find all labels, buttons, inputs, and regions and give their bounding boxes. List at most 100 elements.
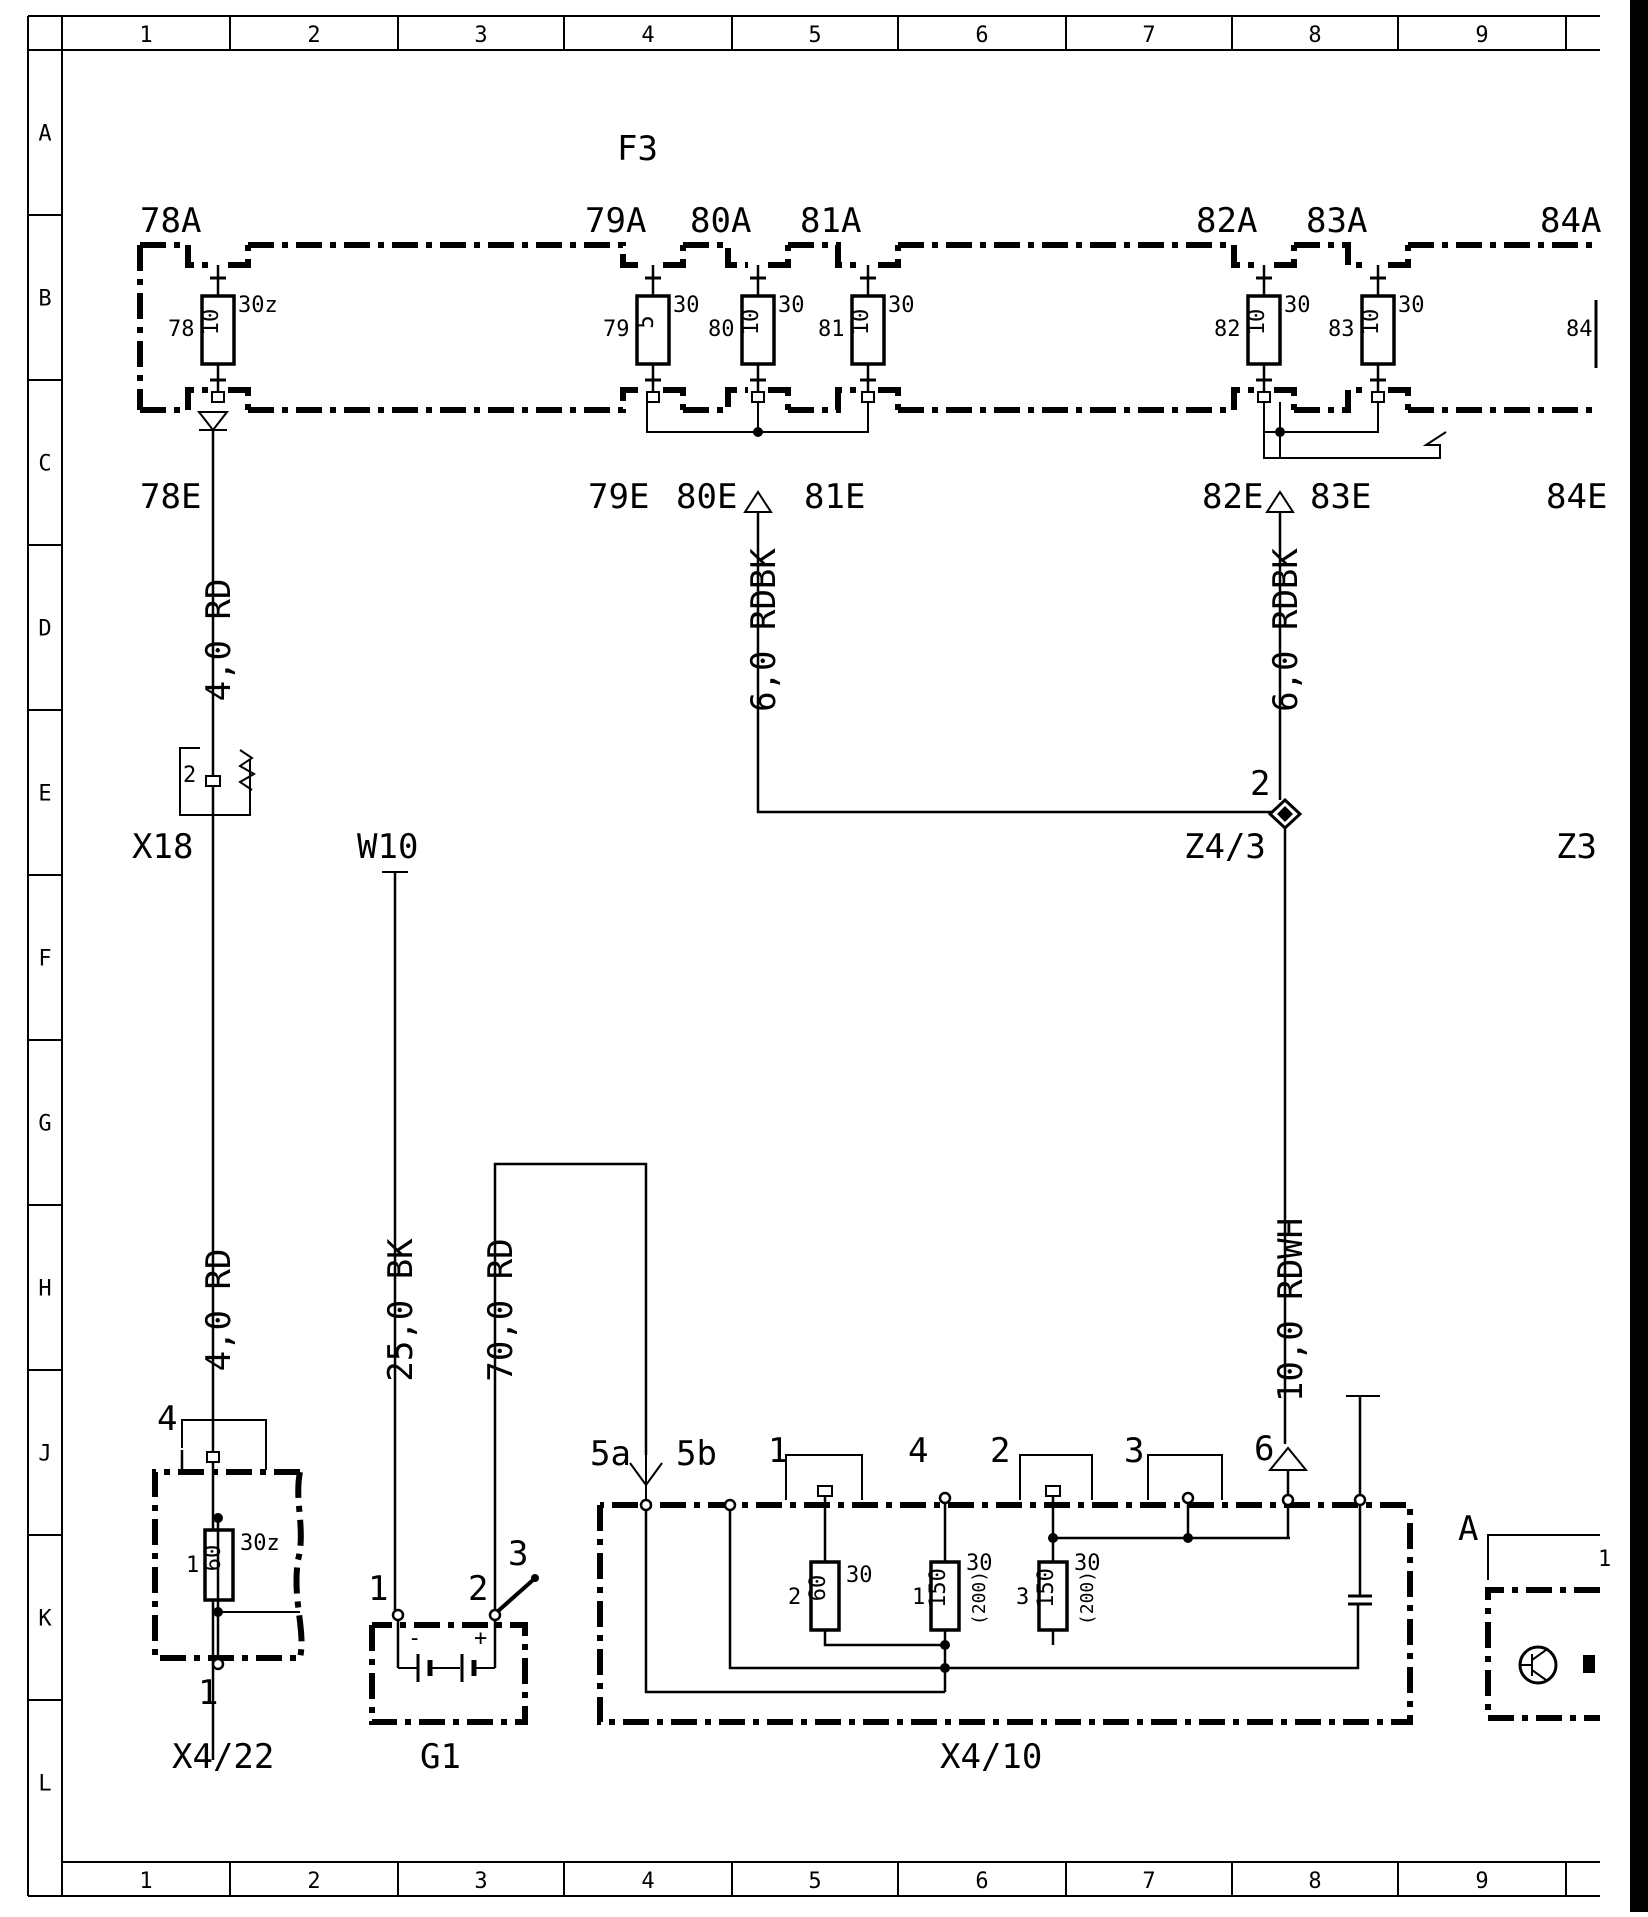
grid-row-label: K	[38, 1607, 52, 1632]
wire-80-label: 6,0 RDBK	[744, 548, 784, 712]
x4-22-fuse-num: 1	[186, 1553, 199, 1578]
fuse-body	[1360, 294, 1396, 366]
partial-module-label: A	[1458, 1509, 1478, 1549]
grid-col-label: 6	[975, 23, 988, 48]
fuse-number: 82	[1214, 317, 1241, 342]
fuse-body	[200, 294, 236, 366]
fuse-slot-label: 79A	[585, 201, 646, 241]
grid-row-label: L	[38, 1772, 51, 1797]
fuse-block-outline	[137, 242, 1600, 413]
grid-col-label: 8	[1308, 23, 1321, 48]
fuse-exit-label: 80E	[676, 477, 737, 517]
fuse-block-name: F3	[617, 129, 658, 169]
fuse-rating: 10	[1245, 309, 1270, 336]
grid-row-label: F	[38, 947, 51, 972]
fuse-terminal: 30	[888, 293, 915, 318]
fuse-exit-label: 78E	[140, 477, 201, 517]
x4-10-pin-5a: 5a	[590, 1434, 631, 1474]
wire-bk-label: 25,0 BK	[381, 1238, 421, 1382]
x4-10-fuse-2-rating: 150	[926, 1568, 951, 1608]
wire-82-label: 6,0 RDBK	[1266, 548, 1306, 712]
fuse-exit-label: 82E	[1202, 477, 1263, 517]
grid-col-label: 5	[808, 23, 821, 48]
fuse-slot-label: 81A	[800, 201, 861, 241]
x4-10-label: X4/10	[940, 1737, 1042, 1777]
sheet-edge	[1630, 0, 1648, 1912]
battery-g1: - + 1 2 3 G1	[368, 1534, 539, 1777]
grid-col-label: 8	[1308, 1869, 1321, 1894]
grid-col-label: 2	[307, 23, 320, 48]
fuse-number: 78	[168, 317, 195, 342]
x4-10-fuse-3-num: 3	[1016, 1585, 1029, 1610]
fuse-rating: 10	[849, 309, 874, 336]
fuse-exit-label: 84E	[1546, 477, 1607, 517]
grid-row-label: H	[38, 1277, 51, 1302]
fuse-terminal: 30z	[238, 293, 278, 318]
fuse-slot-label: 84A	[1540, 201, 1601, 241]
fuse-number: 80	[708, 317, 735, 342]
fuse-exit-label: 81E	[804, 477, 865, 517]
wire-rdwh-label: 10,0 RDWH	[1271, 1218, 1311, 1402]
g1-label: G1	[420, 1737, 461, 1777]
g1-pin3: 3	[508, 1534, 528, 1574]
partial-module-right: A 1	[1458, 1509, 1611, 1721]
g1-plus: +	[474, 1626, 487, 1651]
fuse-rating: 10	[739, 309, 764, 336]
fuse-slot-label: 78A	[140, 201, 201, 241]
w10-label: W10	[357, 827, 418, 867]
x18-pin: 2	[183, 763, 196, 788]
fuse-terminal: 30	[1398, 293, 1425, 318]
fuse-exit-label: 79E	[588, 477, 649, 517]
grid-col-label: 7	[1142, 23, 1155, 48]
fuse-rating: 10	[199, 309, 224, 336]
x4-10-fuse-2-term: 30	[966, 1551, 993, 1576]
grid-col-label: 4	[641, 23, 654, 48]
x4-10-fuse-1-term: 30	[846, 1563, 873, 1588]
x4-10-fuse-1-num: 2	[788, 1585, 801, 1610]
grid-col-label: 1	[139, 1869, 152, 1894]
grid-row-label: C	[38, 452, 51, 477]
g1-minus: -	[408, 1626, 421, 1651]
grid-col-label: 7	[1142, 1869, 1155, 1894]
grid-col-label: 4	[641, 1869, 654, 1894]
grid-col-label: 2	[307, 1869, 320, 1894]
fuse-body	[635, 294, 671, 366]
connector-78e-icon	[196, 411, 230, 432]
grid-col-label: 9	[1475, 23, 1488, 48]
fuse-rating: 10	[1359, 309, 1384, 336]
partial-module-pin: 1	[1598, 1547, 1611, 1572]
x4-10-pin-1: 1	[768, 1431, 788, 1471]
x4-22-pin-top: 4	[157, 1399, 177, 1439]
fuse-number: 81	[818, 317, 845, 342]
x4-10-fuse-2-alt: (200)	[969, 1571, 990, 1625]
fuse-exit-label: 83E	[1310, 477, 1371, 517]
x4-10-pin-6: 6	[1254, 1429, 1274, 1469]
connector-80e-icon	[743, 490, 773, 513]
z4-3-label: Z4/3	[1184, 827, 1266, 867]
fuse-number: 83	[1328, 317, 1355, 342]
wire-78-lower-label: 4,0 RD	[199, 1249, 239, 1372]
grid-col-label: 3	[474, 1869, 487, 1894]
x18-label: X18	[132, 827, 193, 867]
grid-row-label: E	[38, 782, 51, 807]
wire-rd-label: 70,0 RD	[481, 1238, 521, 1381]
connector-x18: 2 X18	[132, 747, 257, 867]
x4-22-pin-bottom: 1	[198, 1673, 218, 1713]
grid-col-label: 9	[1475, 1869, 1488, 1894]
grid-col-label: 3	[474, 23, 487, 48]
connector-82e-icon	[1265, 490, 1295, 513]
grid-row-label: J	[38, 1442, 51, 1467]
x4-10-fuse-2-num: 1	[912, 1585, 925, 1610]
splice-z4-3: 2 Z4/3	[1184, 764, 1303, 867]
fuse-rating: 5	[634, 315, 659, 328]
fuse-slot-label: 80A	[690, 201, 751, 241]
fuse-terminal: 30	[1284, 293, 1311, 318]
